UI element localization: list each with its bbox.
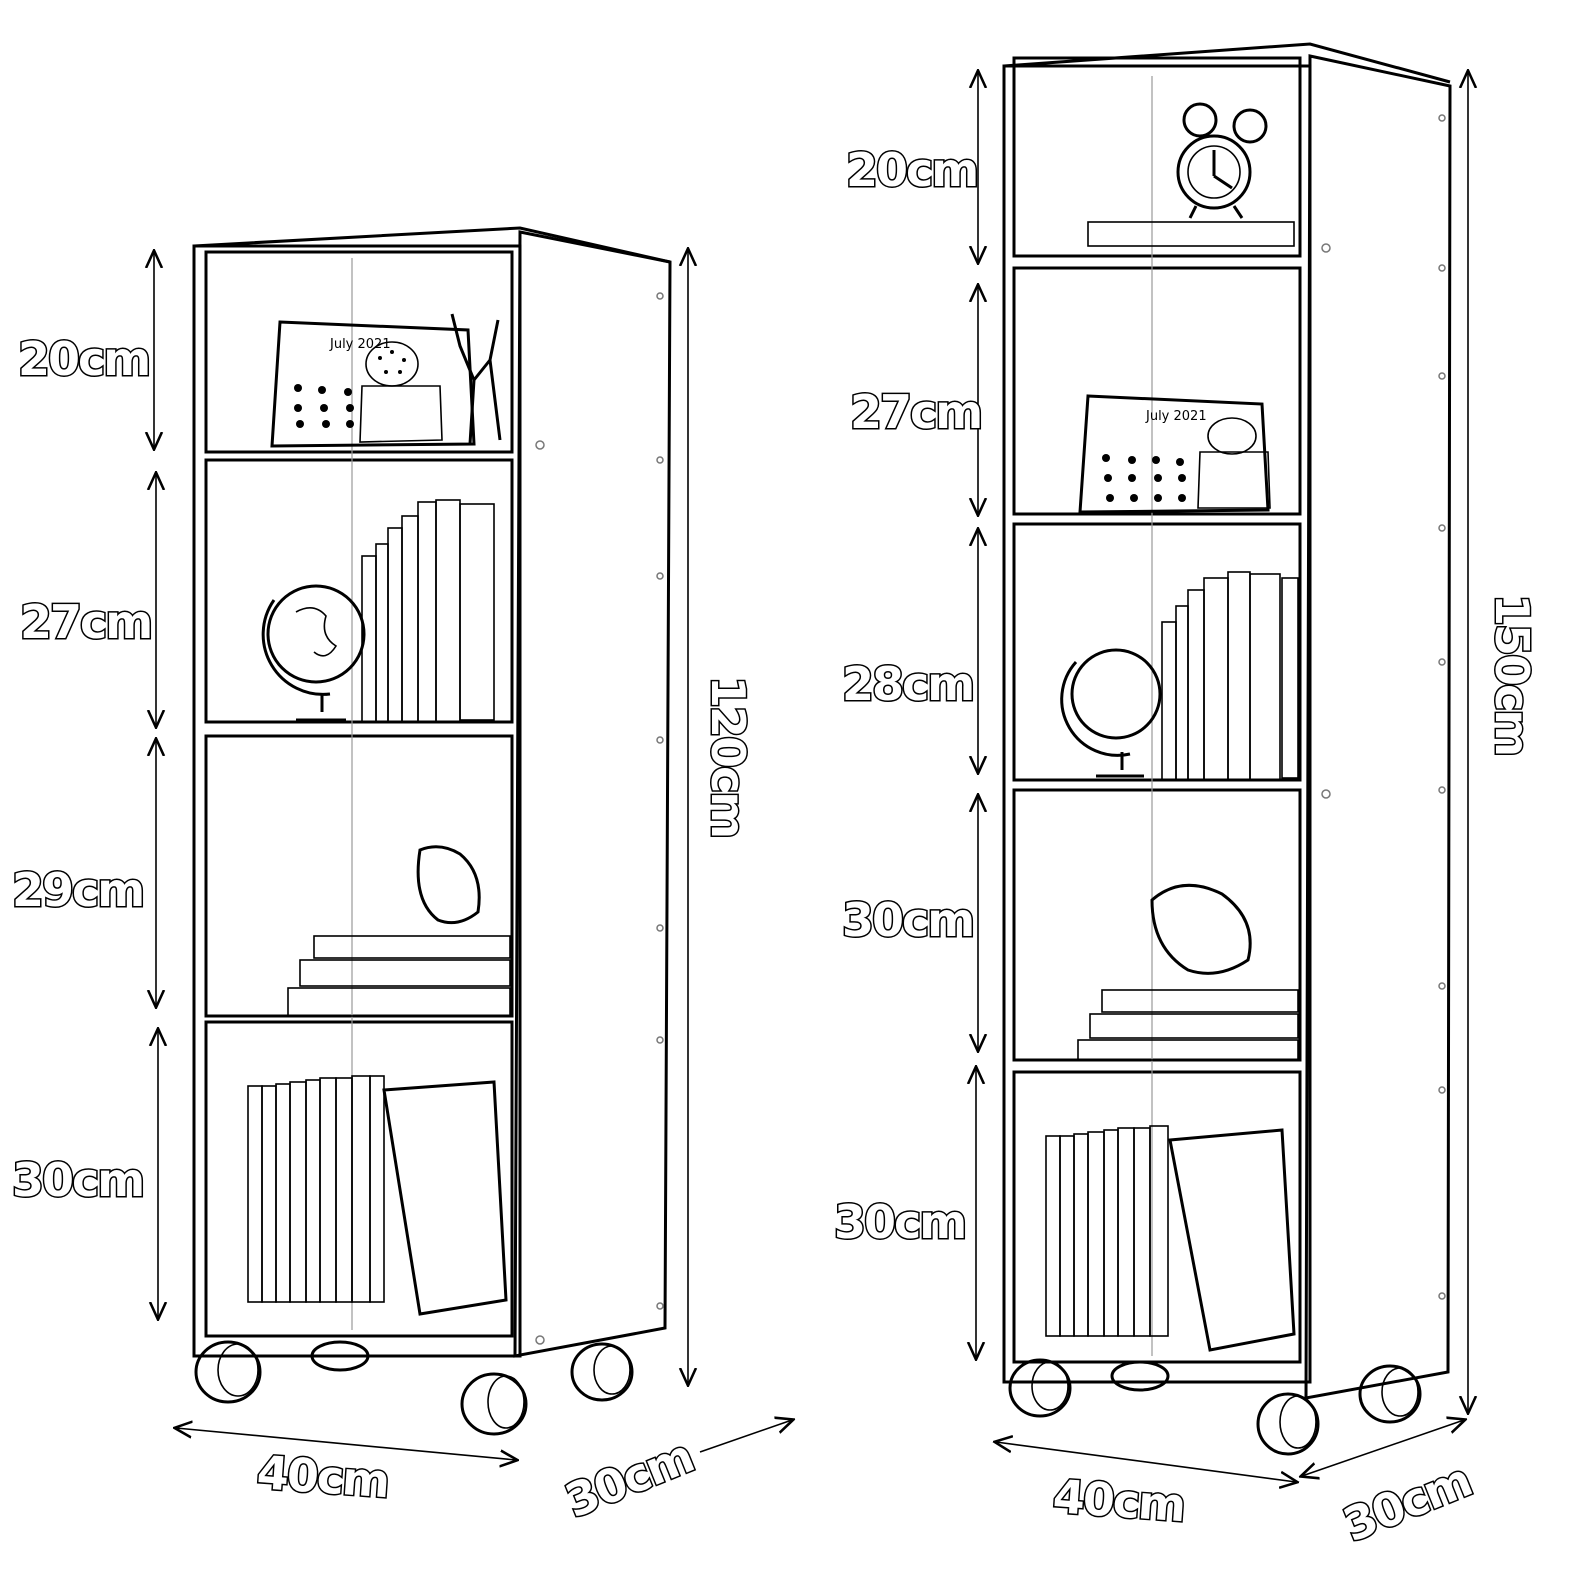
left-bookshelf: July 2021 [192, 226, 672, 1436]
left-dim-compartment-2: 27cm [20, 595, 151, 649]
right-dim-total-height: 150cm [1485, 594, 1539, 755]
right-dimension-arrows [976, 72, 1468, 1482]
right-dim-compartment-1: 20cm [846, 143, 977, 197]
left-compartment-3 [204, 734, 514, 1018]
right-compartment-1 [1012, 56, 1302, 258]
right-compartment-4 [1012, 788, 1302, 1062]
left-bottom-books [247, 1075, 508, 1316]
right-compartment-3 [1012, 522, 1302, 782]
left-shelf-side-panel [513, 230, 672, 1358]
right-calendar: July 2021 [1078, 394, 1271, 514]
left-side-screws [535, 292, 664, 1345]
left-dim-width: 40cm [255, 1445, 390, 1508]
right-dim-width: 40cm [1051, 1469, 1186, 1532]
left-shelf-top [193, 226, 671, 264]
right-globe-icon [1060, 648, 1162, 778]
right-dim-compartment-3: 28cm [842, 657, 973, 711]
right-bottom-books [1045, 1125, 1296, 1352]
left-dim-compartment-3: 29cm [12, 863, 143, 917]
right-side-screws [1321, 114, 1446, 1300]
right-calendar-text: July 2021 [1145, 409, 1207, 424]
right-shelf-side-panel [1304, 54, 1452, 1400]
left-dimension-arrows [154, 250, 792, 1460]
left-dim-compartment-1: 20cm [18, 332, 149, 386]
right-shelf-top [1003, 42, 1451, 84]
left-calendar: July 2021 [270, 320, 476, 448]
right-dim-compartment-5: 30cm [834, 1195, 965, 1249]
right-dim-compartment-4: 30cm [842, 893, 973, 947]
right-top-books [1087, 221, 1295, 247]
left-cactus-icon [365, 341, 419, 387]
left-deer-figurine-icon [450, 313, 502, 445]
left-shelf-front-frame [192, 244, 522, 1358]
left-globe-icon [261, 584, 366, 722]
left-dim-depth: 30cm [558, 1429, 700, 1528]
left-calendar-text: July 2021 [329, 337, 391, 352]
right-dim-compartment-2: 27cm [850, 385, 981, 439]
left-compartment-1 [204, 250, 514, 454]
right-bookshelf: July 2021 [1002, 42, 1452, 1456]
right-upright-books [1161, 571, 1299, 781]
left-dim-total-height: 120cm [701, 676, 755, 837]
left-upright-books [361, 499, 495, 723]
right-compartment-2 [1012, 266, 1302, 516]
right-alarm-clock-icon [1176, 102, 1268, 219]
right-dim-depth: 30cm [1336, 1453, 1478, 1552]
left-dim-compartment-4: 30cm [12, 1153, 143, 1207]
left-stacked-books [287, 845, 511, 1017]
right-shelf-front-frame [1002, 64, 1312, 1384]
left-compartment-2 [204, 458, 514, 724]
right-caster-wheels [1008, 1358, 1422, 1456]
left-compartment-4 [204, 1020, 514, 1338]
right-stacked-books [1077, 883, 1299, 1061]
right-compartment-5 [1012, 1070, 1302, 1364]
